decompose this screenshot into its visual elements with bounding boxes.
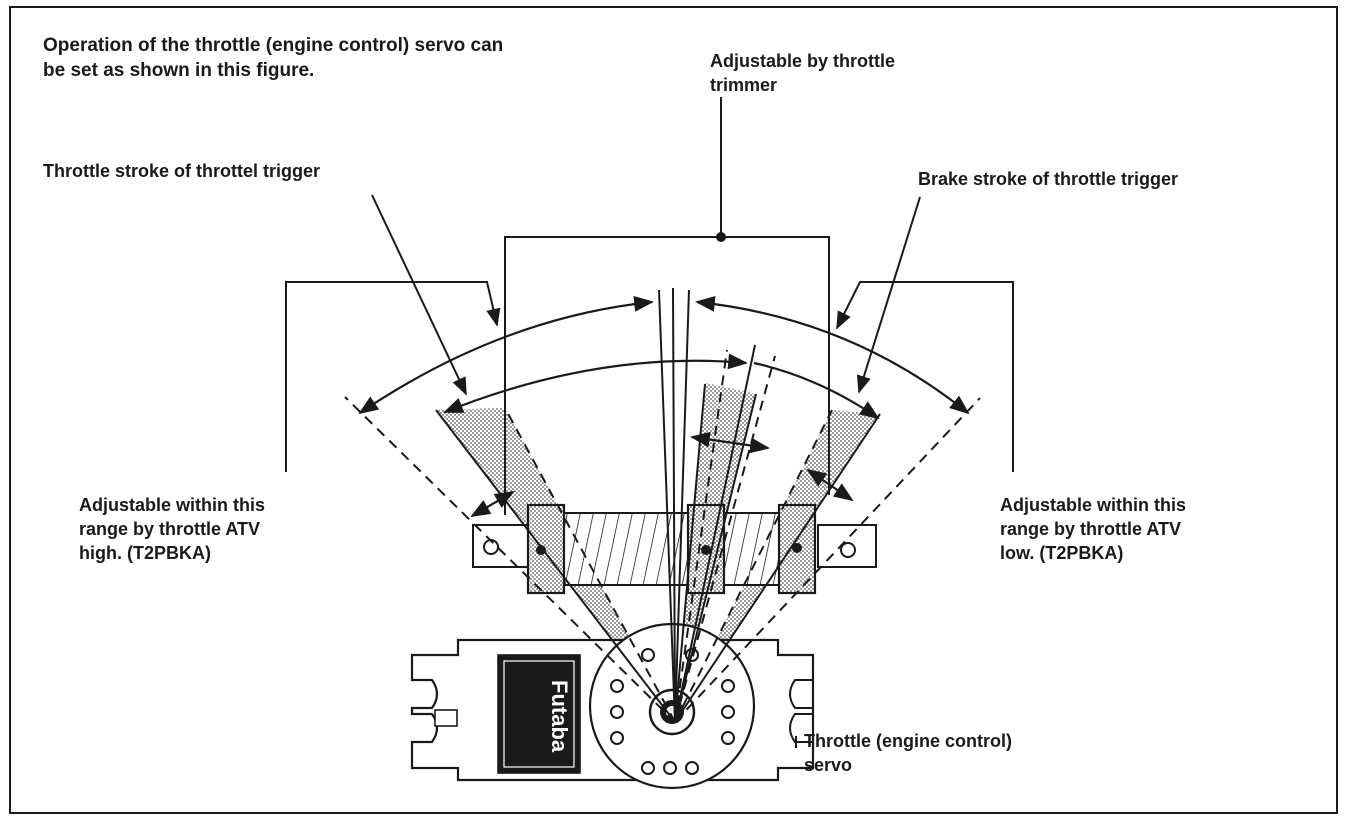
label-atv-high: Adjustable within this range by throttle… [79,495,266,563]
servo-brand-logo: Futaba [547,680,572,753]
figure-border [9,6,1338,814]
stroke-arcs [358,295,970,518]
intro-text: Operation of the throttle (engine contro… [43,35,504,81]
junction-dot [716,232,726,242]
label-atv-low: Adjustable within this range by throttle… [1000,495,1187,563]
label-throttle-stroke: Throttle stroke of throttel trigger [43,161,321,181]
servo-body: Futaba [410,622,815,790]
horn-pins [536,543,802,555]
dashed-limit-lines [344,349,981,723]
label-trimmer: Adjustable by throttle trimmer [710,51,896,95]
leader-lines [285,97,1014,748]
label-servo: Throttle (engine control) servo [804,731,1012,775]
label-brake-stroke: Brake stroke of throttle trigger [918,169,1179,189]
